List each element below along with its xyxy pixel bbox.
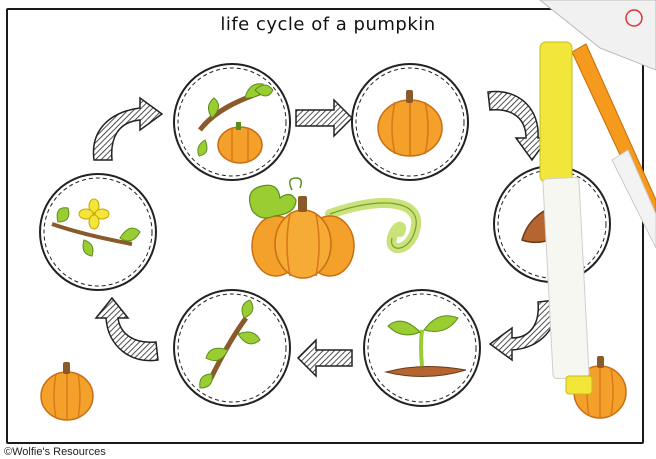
pumpkin-icon — [377, 90, 443, 157]
credit-text: ©Wolfie's Resources — [4, 446, 106, 458]
pumpkin-on-vine-icon — [197, 83, 274, 164]
center-pumpkin-icon — [249, 177, 422, 279]
orange-marker-icon — [571, 43, 656, 249]
stage-circle-vine — [173, 289, 291, 407]
yellow-marker-icon — [539, 41, 593, 395]
arrow-curve-top-left-icon — [92, 96, 164, 161]
corner-pumpkin-left-icon — [40, 362, 94, 421]
arrow-curve-top-right-icon — [487, 90, 550, 162]
arrow-curve-bottom-right-icon — [488, 299, 558, 362]
arrow-curve-bottom-left-icon — [94, 296, 159, 362]
sprout-icon — [384, 315, 467, 377]
page-title: life cycle of a pumpkin — [220, 14, 436, 35]
marker-cap-white-icon — [539, 0, 656, 71]
arrow-right-top-icon — [295, 98, 354, 138]
stage-circle-flower — [39, 173, 157, 291]
vine-icon — [199, 299, 261, 389]
arrow-left-bottom-icon — [296, 338, 353, 378]
flower-icon — [51, 198, 141, 257]
